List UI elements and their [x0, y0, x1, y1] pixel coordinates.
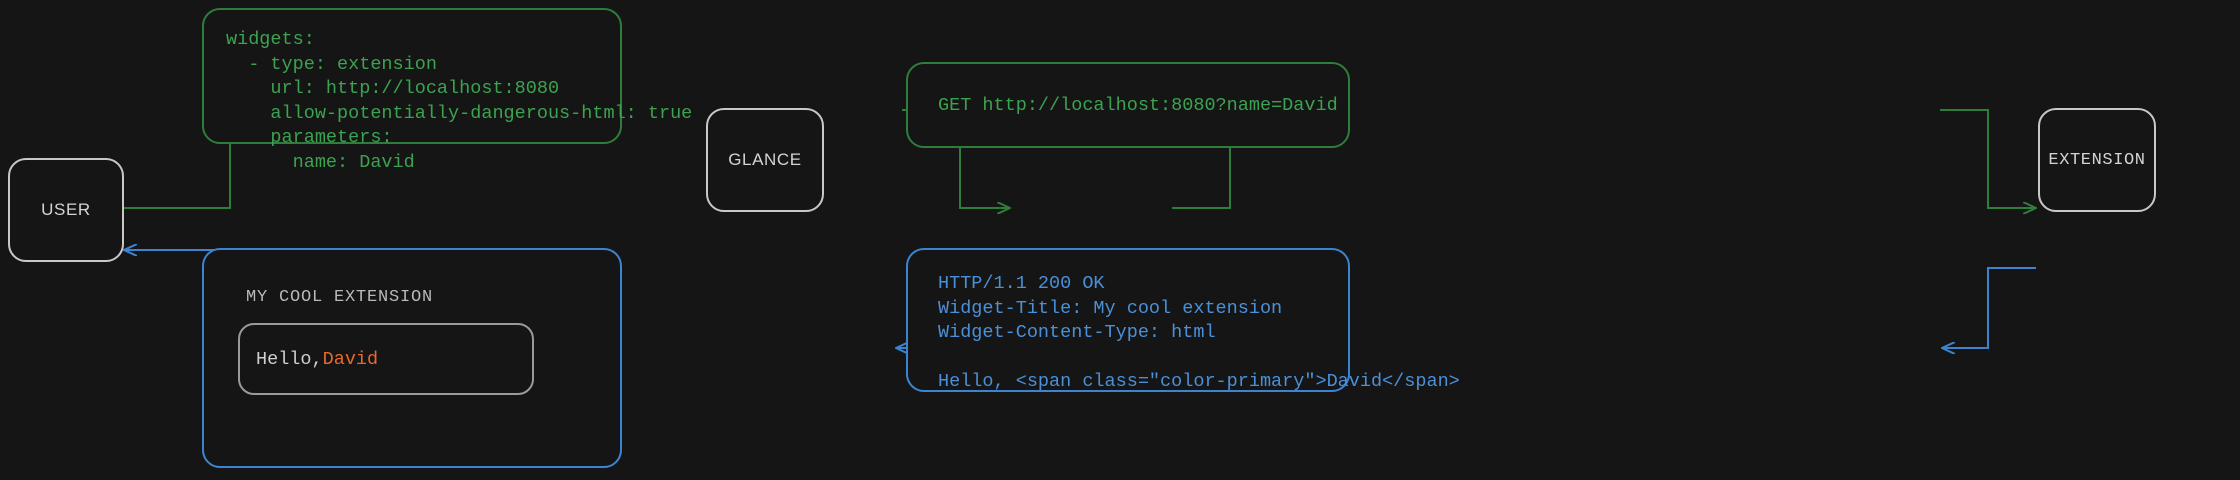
- widget-greeting-text: Hello,: [256, 348, 323, 370]
- node-user[interactable]: USER: [8, 158, 124, 262]
- widget-preview-body: Hello, David: [238, 323, 534, 395]
- node-extension-label: EXTENSION: [2048, 150, 2146, 170]
- http-request-text: GET http://localhost:8080?name=David: [938, 95, 1338, 116]
- node-extension[interactable]: EXTENSION: [2038, 108, 2156, 212]
- box-widget-preview: MY COOL EXTENSION Hello, David: [202, 248, 622, 468]
- http-response-text: HTTP/1.1 200 OK Widget-Title: My cool ex…: [938, 273, 1460, 392]
- widget-preview-title: MY COOL EXTENSION: [246, 288, 434, 307]
- box-http-request: GET http://localhost:8080?name=David: [906, 62, 1350, 148]
- node-glance-label: GLANCE: [728, 150, 802, 169]
- edge-request-to-extension: [1940, 109, 2036, 208]
- node-glance[interactable]: GLANCE: [706, 108, 824, 212]
- widget-name-text: David: [322, 348, 379, 370]
- edge-extension-to-response: [1942, 267, 2036, 348]
- config-yaml-text: widgets: - type: extension url: http://l…: [226, 29, 693, 173]
- node-user-label: USER: [41, 200, 91, 219]
- box-http-response: HTTP/1.1 200 OK Widget-Title: My cool ex…: [906, 248, 1460, 392]
- box-config-yaml: widgets: - type: extension url: http://l…: [202, 8, 692, 173]
